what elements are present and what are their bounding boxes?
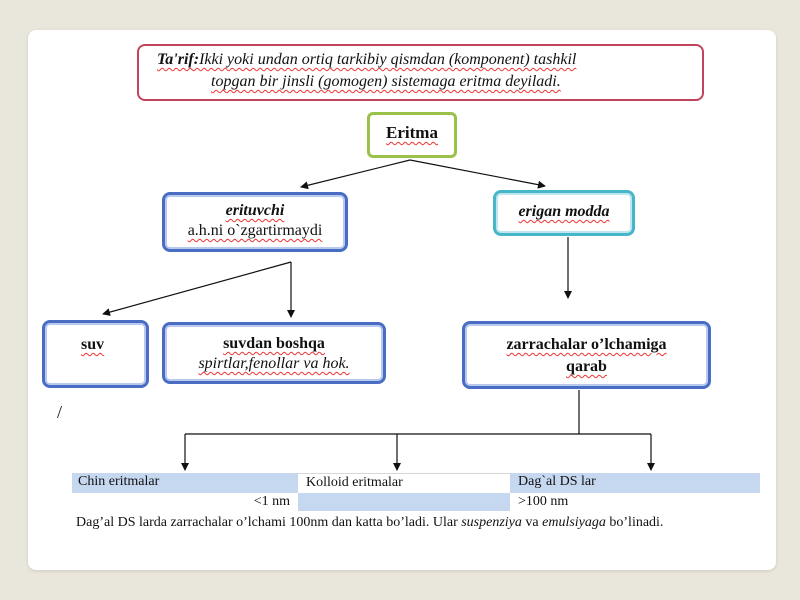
other-solvents-subtitle: spirtlar,fenollar va hok.	[198, 355, 350, 372]
note-emulsion: emulsiyaga	[542, 515, 606, 530]
definition-line2: topgan bir jinsli (gomogen) sistemaga er…	[211, 73, 561, 90]
water-node: suv	[42, 320, 149, 388]
other-solvents-node: suvdan boshqa spirtlar,fenollar va hok.	[162, 322, 386, 384]
definition-line1: Ikki yoki undan ortiq tarkibiy qismdan (…	[199, 51, 577, 68]
true-solutions-header: Chin eritmalar	[72, 473, 298, 493]
definition-box: Ta'rif:Ikki yoki undan ortiq tarkibiy qi…	[137, 44, 704, 101]
other-solvents-title: suvdan boshqa	[223, 335, 325, 352]
water-label: suv	[81, 336, 105, 353]
definition-prefix: Ta'rif:	[157, 51, 200, 68]
note-text1: Dag’al DS larda zarrachalar o’lchami 100…	[76, 515, 462, 530]
size-classification-node: zarrachalar o’lchamiga qarab	[462, 321, 711, 389]
arrow-root-to-solvent	[300, 159, 411, 190]
note-text2: va	[521, 515, 543, 530]
solute-title: erigan modda	[518, 203, 610, 220]
solvent-node: erituvchi a.h.ni o`zgartirmaydi	[162, 192, 348, 252]
note-text3: bo’linadi.	[605, 515, 664, 530]
size-line2: qarab	[566, 358, 607, 375]
solvent-title: erituvchi	[225, 202, 285, 219]
coarse-value: >100 nm	[518, 494, 569, 509]
solvent-subtitle: a.h.ni o`zgartirmaydi	[187, 222, 323, 239]
colloid-header: Kolloid eritmalar	[298, 473, 510, 493]
note-suspension: suspenziya	[461, 515, 522, 530]
root-node-eritma: Eritma	[367, 112, 457, 158]
root-label: Eritma	[386, 123, 438, 142]
colloid-value	[298, 493, 510, 511]
stray-mark: /	[57, 402, 63, 422]
arrow-solvent-to-water	[102, 261, 292, 316]
arrow-root-to-solute	[409, 159, 546, 189]
true-solutions-value: <1 nm	[253, 494, 290, 509]
solute-node: erigan modda	[493, 190, 635, 236]
coarse-header: Dag`al DS lar	[510, 473, 760, 493]
note-paragraph: Dag’al DS larda zarrachalar o’lchami 100…	[76, 513, 756, 533]
size-line1: zarrachalar o’lchamiga	[506, 336, 667, 353]
